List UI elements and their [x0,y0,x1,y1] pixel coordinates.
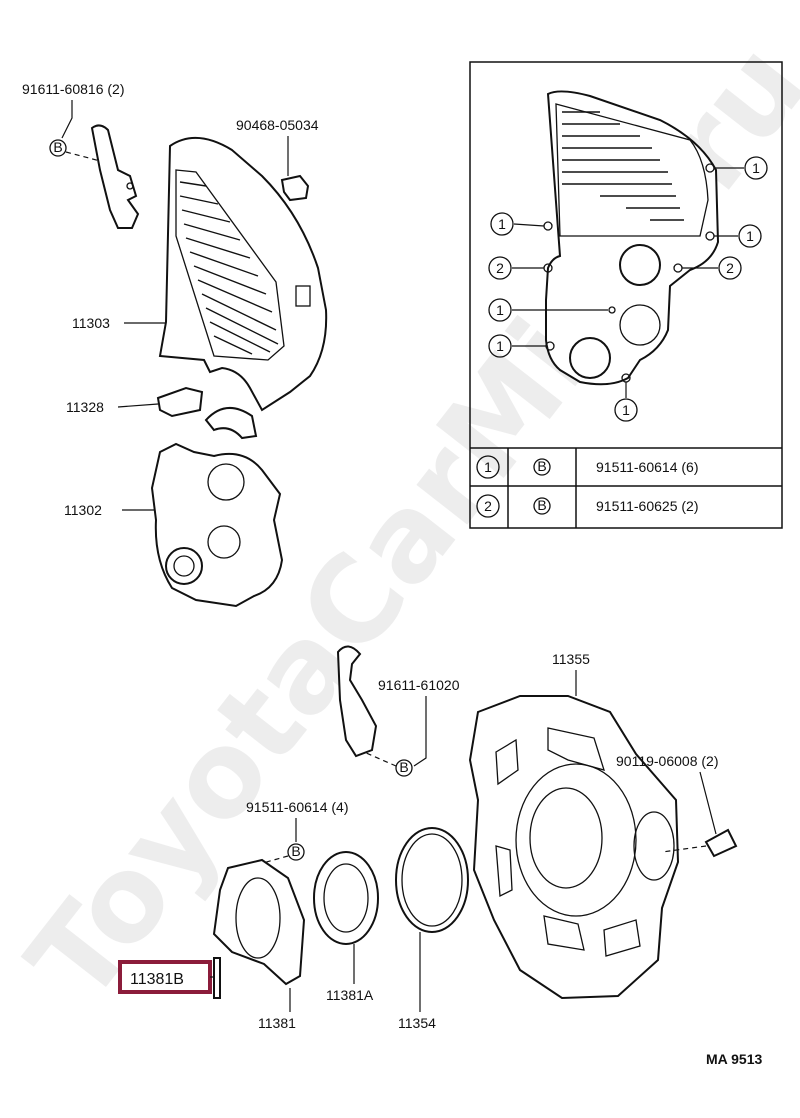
diagram-code: MA 9513 [706,1051,763,1067]
oil-seal-retainer [212,858,306,986]
bolt-table: 1 B 91511-60614 (6) 2 B 91511-60625 (2) [470,447,782,528]
svg-text:2: 2 [496,260,504,276]
label-gasket: 11328 [66,399,104,415]
svg-text:B: B [291,843,300,859]
callout-2: 2 [488,256,512,280]
b-mark: B [287,843,305,861]
label-end-plate: 11355 [552,651,590,667]
gasket-right [204,407,258,440]
svg-text:91511-60614 (6): 91511-60614 (6) [596,459,698,475]
b-mark: B [49,139,67,157]
callout-1: 1 [738,224,762,248]
svg-text:1: 1 [496,302,504,318]
callout-1: 1 [488,298,512,322]
end-plate-bolt [704,828,738,858]
leader-11328 [117,403,159,408]
label-end-plate-bolt: 90119-06008 (2) [616,753,718,769]
inset-cover-outline [545,90,720,386]
label-clip-top: 90468-05034 [236,117,319,133]
table-row: 1 B 91511-60614 (6) [476,455,698,479]
leader-bolt-top [61,100,73,139]
cover-upper-window [175,169,285,361]
bracket-lower [336,645,378,758]
label-bolt-top: 91611-60816 (2) [22,81,124,97]
dash-bolt-top [65,151,105,163]
inset-bore-middle [619,304,661,346]
svg-text:1: 1 [622,402,630,418]
svg-text:1: 1 [498,216,506,232]
svg-text:1: 1 [496,338,504,354]
b-mark: B [395,759,413,777]
inset-bore-upper [619,244,661,286]
label-timing-cover-lower: 11302 [64,502,102,518]
o-ring [395,827,469,933]
svg-text:B: B [537,458,546,474]
inset-cover-window [555,103,709,237]
inset-leaders [512,167,744,398]
clip-part [280,174,310,202]
cover-upper-hatching [179,181,279,355]
label-bracket-bolt: 91611-61020 [378,677,460,693]
svg-text:B: B [399,759,408,775]
inset-hatching [562,111,684,221]
svg-text:1: 1 [752,160,760,176]
label-retainer: 11381 [258,1015,296,1031]
svg-text:91511-60625 (2): 91511-60625 (2) [596,498,698,514]
timing-cover-lower [150,442,284,608]
timing-cover-upper [158,136,328,412]
callout-2: 2 [718,256,742,280]
gasket-left [156,386,204,418]
svg-text:2: 2 [726,260,734,276]
label-o-ring: 11354 [398,1015,436,1031]
callout-1: 1 [488,334,512,358]
bracket-upper [90,124,140,229]
callout-1: 1 [614,398,638,422]
label-stud-highlighted: 11381B [130,971,184,988]
callout-1: 1 [490,212,514,236]
stud-part [213,957,221,999]
inset-bore-lower [569,337,611,379]
leader-bracket-bolt [413,696,427,767]
leader-end-plate-bolt [699,771,717,835]
label-timing-cover-upper: 11303 [72,315,110,331]
inset-bolt-holes [543,163,715,383]
svg-text:B: B [537,497,546,513]
callout-1: 1 [744,156,768,180]
svg-text:1: 1 [484,459,492,475]
inset-frame [469,61,783,529]
label-retainer-bolt: 91511-60614 (4) [246,799,348,815]
svg-text:1: 1 [746,228,754,244]
dash-bracket-bolt [363,751,397,767]
table-row: 2 B 91511-60625 (2) [476,494,698,518]
inset-view: 1 1 1 2 2 1 1 1 1 B 91511-60614 (6) 2 [469,61,783,529]
svg-text:B: B [53,139,62,155]
svg-text:2: 2 [484,498,492,514]
label-seal: 11381A [326,987,374,1003]
